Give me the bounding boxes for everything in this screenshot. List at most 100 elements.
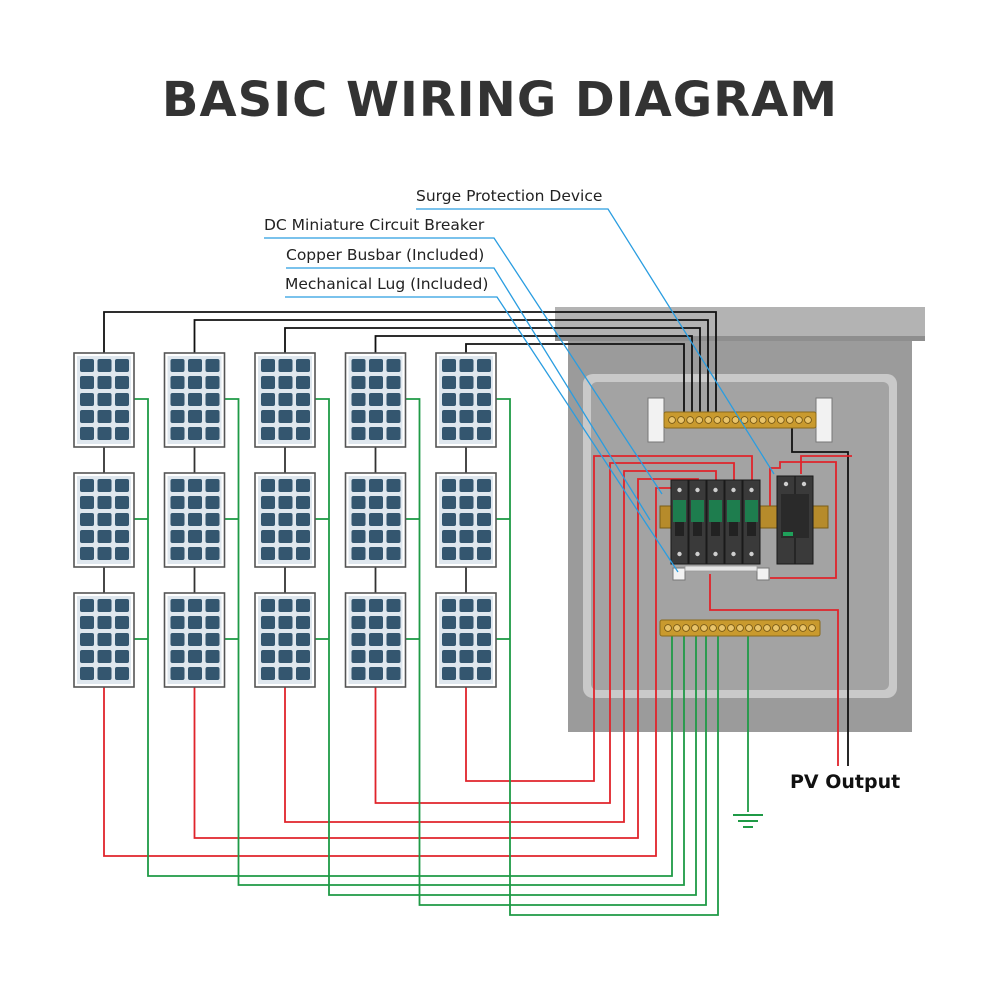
spd-terminal: [783, 481, 789, 487]
busbar-screw: [754, 624, 762, 632]
panel-cell: [115, 633, 129, 646]
panel-cell: [351, 393, 366, 406]
panel-cell: [97, 599, 112, 612]
panel-cell: [261, 496, 275, 509]
dc-breaker-1: [670, 479, 689, 565]
busbar-screw: [673, 624, 681, 632]
panel-cell: [351, 633, 366, 646]
panel-cell: [170, 479, 185, 492]
negative-wire-string-3: [284, 327, 701, 414]
leader-dc-circuit-breaker: [264, 237, 663, 495]
callout-surge-protection-device: Surge Protection Device: [416, 187, 603, 205]
panel-cell: [386, 393, 401, 406]
busbar-screw: [691, 624, 699, 632]
positive-wire-string-4: [374, 462, 735, 804]
panel-cell: [442, 530, 456, 543]
panel-cell: [278, 513, 293, 526]
panel-cell: [115, 496, 129, 509]
panel-cell: [115, 667, 129, 680]
panel-cell: [261, 650, 275, 663]
panel-cell: [188, 359, 202, 372]
string-wire-3: [315, 398, 697, 896]
breaker-label: [691, 500, 704, 522]
panel-cell: [97, 616, 112, 629]
panel-cell: [442, 359, 456, 372]
panel-cell: [477, 393, 491, 406]
panel-cell: [278, 393, 293, 406]
busbar-screw: [786, 416, 794, 424]
mechanical-lug-right: [756, 567, 770, 581]
panel-cell: [97, 376, 112, 389]
busbar-screw: [795, 416, 803, 424]
panel-cell: [170, 547, 185, 560]
breaker-terminal-bottom: [677, 551, 682, 557]
solar-panel-icon: [344, 592, 407, 688]
solar-panel-icon: [254, 592, 316, 688]
busbar-screw: [808, 624, 816, 632]
breaker-terminal-top: [749, 487, 754, 493]
busbar-insulator-left: [647, 397, 665, 443]
panel-cell: [386, 410, 401, 423]
panel-cell: [351, 479, 366, 492]
panel-cell: [278, 599, 293, 612]
panel-cell: [261, 410, 275, 423]
panel-cell: [80, 496, 94, 509]
busbar-screw: [763, 624, 771, 632]
panel-cell: [80, 393, 94, 406]
callout-dc-circuit-breaker: DC Miniature Circuit Breaker: [264, 216, 485, 234]
panel-cell: [369, 667, 383, 680]
panel-cell: [115, 410, 129, 423]
panel-cell: [459, 410, 474, 423]
breaker-toggle: [711, 522, 720, 536]
breaker-terminal-top: [695, 487, 700, 493]
panel-cell: [442, 616, 456, 629]
panel-cell: [386, 616, 401, 629]
panel-cell: [97, 530, 112, 543]
busbar-screw: [664, 624, 672, 632]
surge-protection-device: [776, 475, 814, 565]
panel-cell: [369, 410, 383, 423]
solar-panel-icon: [435, 352, 497, 448]
busbar-screw: [776, 416, 785, 424]
panel-cell: [386, 633, 401, 646]
panel-cell: [170, 376, 185, 389]
panel-cell: [170, 393, 185, 406]
ground-busbar: [659, 619, 821, 637]
busbar-screw: [700, 624, 708, 632]
pv-output-negative-wire: [791, 422, 849, 766]
panel-cell: [97, 513, 112, 526]
breaker-terminal-bottom: [731, 551, 736, 557]
busbar-screw: [727, 624, 735, 632]
callout-mechanical-lug: Mechanical Lug (Included): [285, 275, 489, 293]
negative-wire-string-5: [465, 343, 685, 414]
panel-cell: [188, 599, 202, 612]
panel-cell: [115, 547, 129, 560]
panel-cell: [188, 547, 202, 560]
panel-cell: [188, 650, 202, 663]
panel-cell: [97, 496, 112, 509]
panel-cell: [459, 633, 474, 646]
panel-cell: [477, 667, 491, 680]
panel-cell: [80, 376, 94, 389]
breaker-label: [727, 500, 740, 522]
panel-cell: [477, 530, 491, 543]
panel-cell: [261, 393, 275, 406]
panel-cell: [261, 427, 275, 440]
panel-cell: [205, 410, 220, 423]
spd-terminal-2: [801, 481, 807, 487]
panel-cell: [442, 513, 456, 526]
panel-cell: [369, 513, 383, 526]
dc-breaker-2: [688, 479, 707, 565]
panel-cell: [477, 650, 491, 663]
string-wire-5: [496, 398, 719, 916]
panel-cell: [459, 599, 474, 612]
pv-output-positive-wire: [709, 574, 839, 766]
solar-panel-icon: [163, 352, 226, 448]
panel-cell: [278, 479, 293, 492]
panel-cell: [115, 650, 129, 663]
panel-cell: [188, 427, 202, 440]
wires: [103, 311, 852, 916]
panel-cell: [477, 376, 491, 389]
panel-cell: [97, 547, 112, 560]
panel-cell: [188, 479, 202, 492]
